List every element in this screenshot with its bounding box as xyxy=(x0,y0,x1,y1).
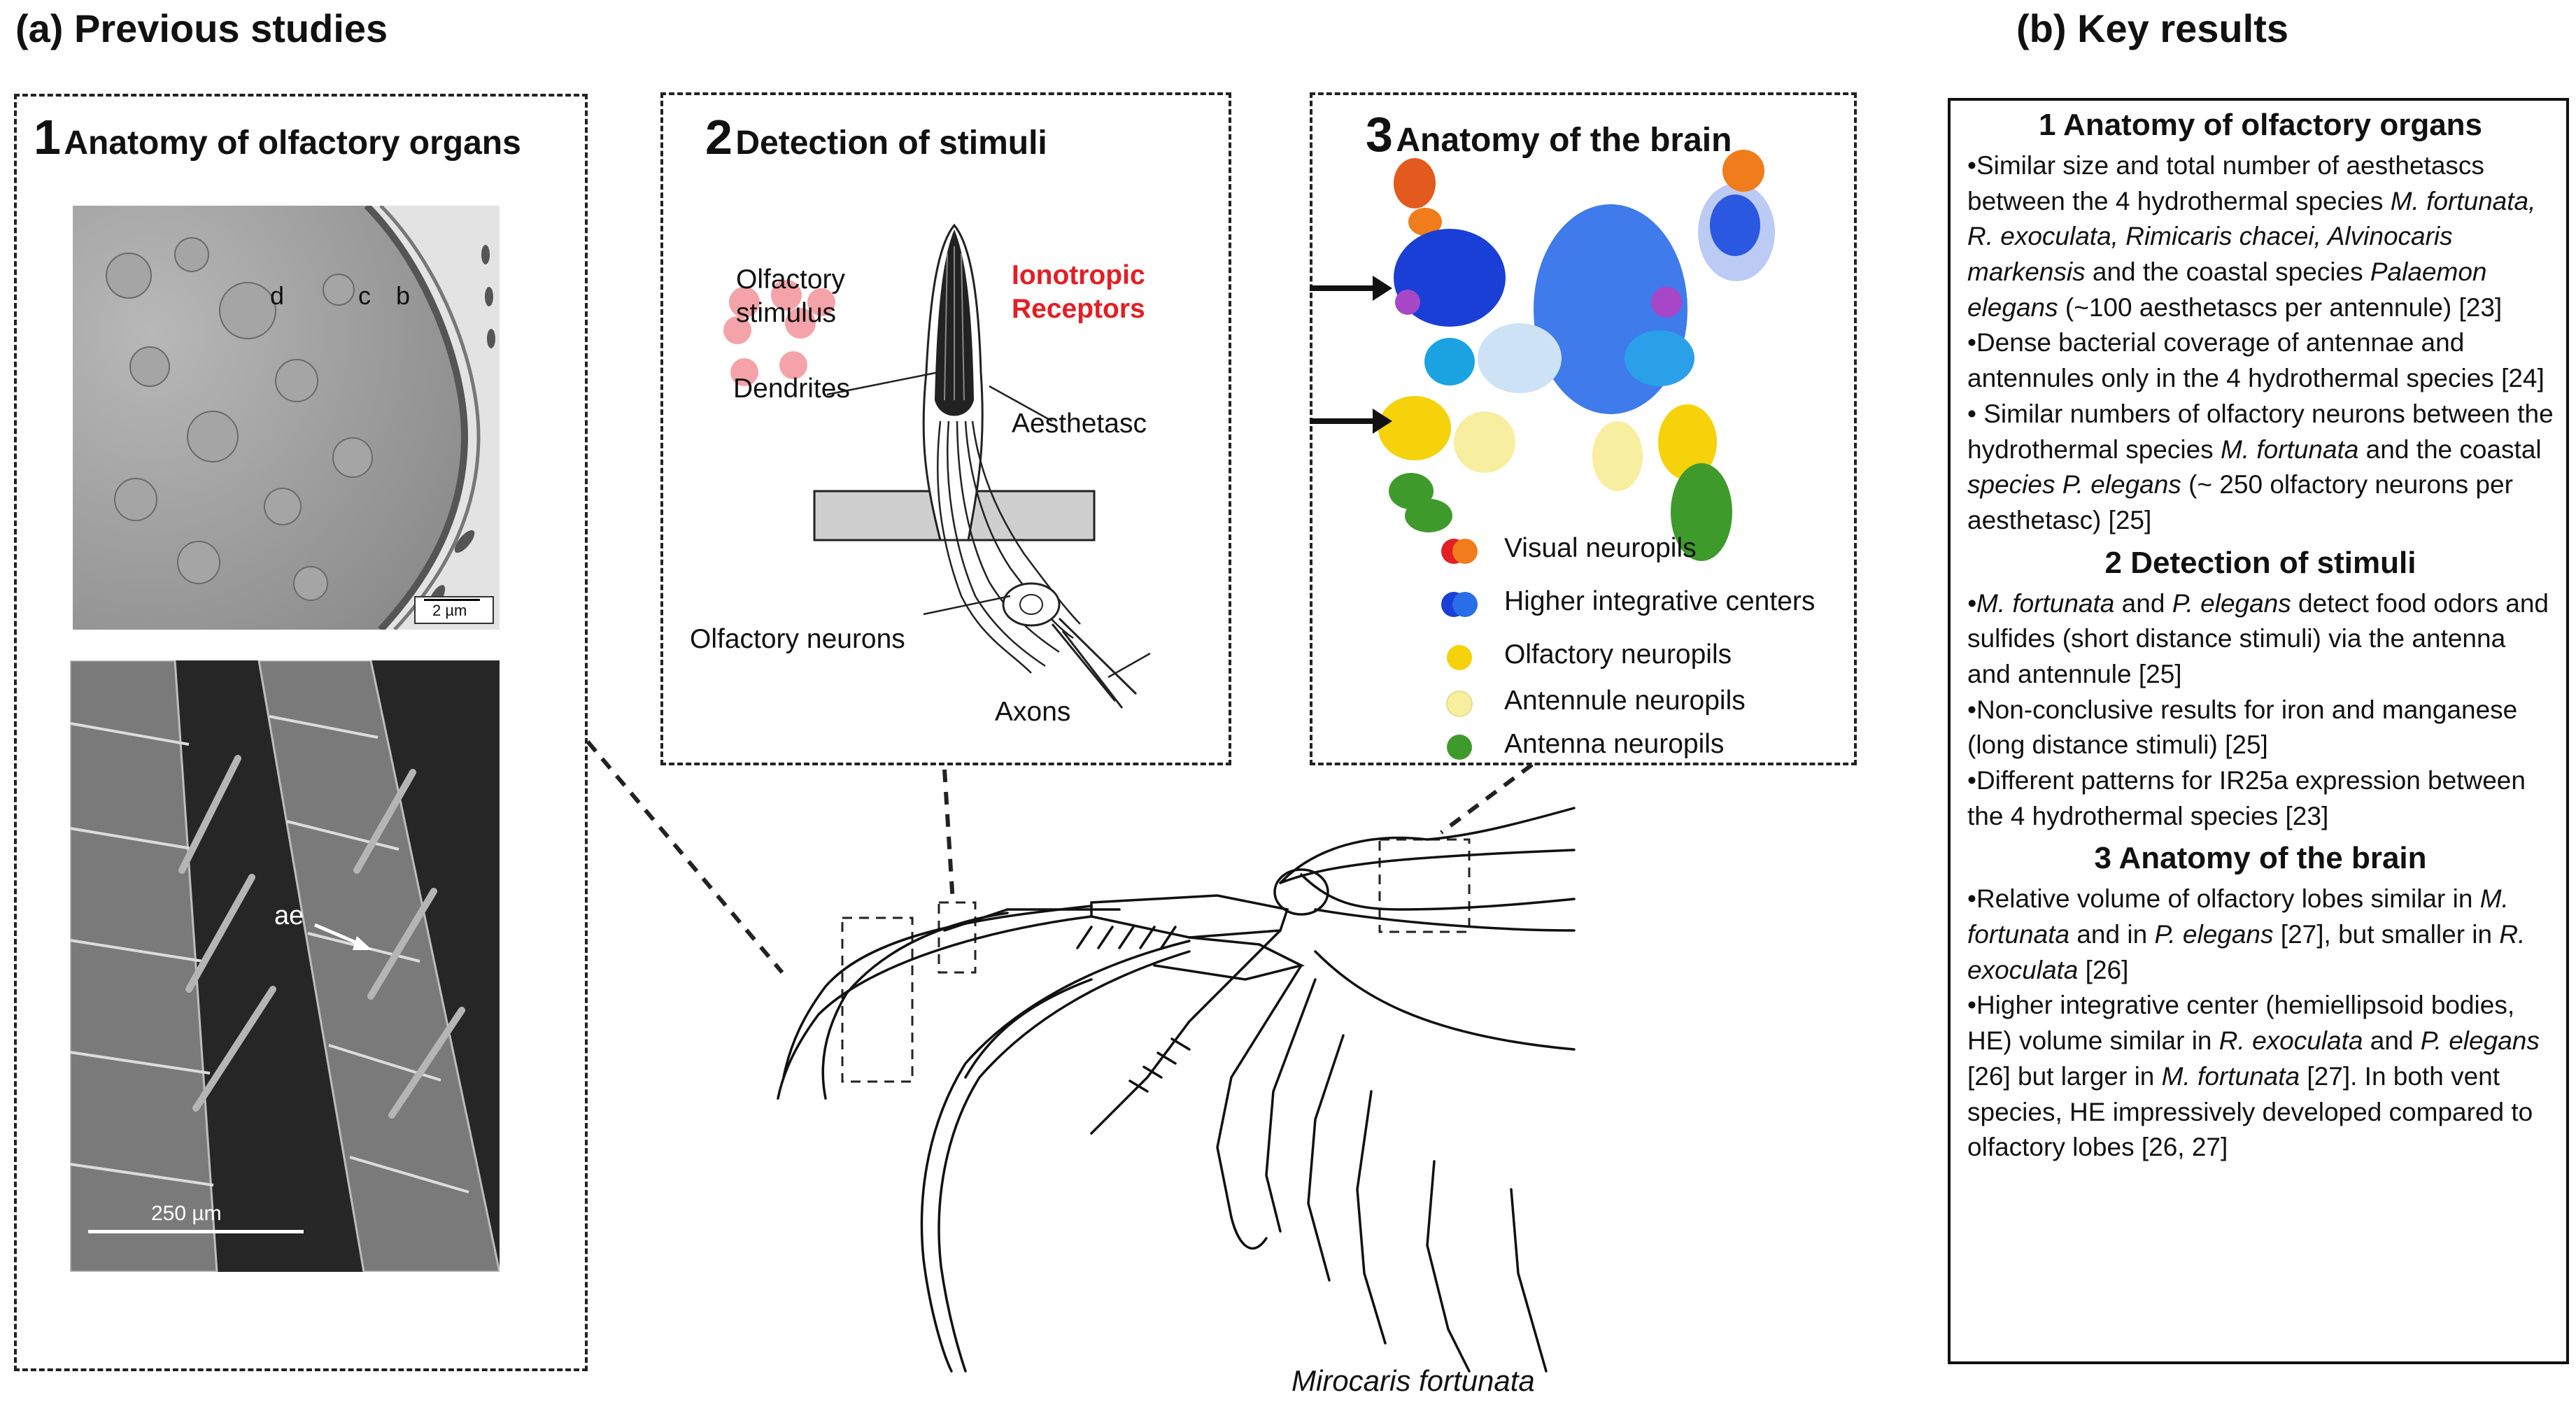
label-receptors: Receptors xyxy=(1012,294,1145,324)
label-dendrites: Dendrites xyxy=(733,374,850,404)
results-s1-item2: •Dense bacterial coverage of antennae an… xyxy=(1967,328,2545,393)
label-ionotropic: Ionotropic xyxy=(1012,260,1145,290)
aesthetasc-diagram xyxy=(723,223,1151,709)
sem-scale-label: 250 µm xyxy=(151,1202,222,1225)
label-olfactory: Olfactory xyxy=(736,264,846,295)
panel1-title: 1 Anatomy of olfactory organs xyxy=(34,109,521,165)
panel3-title: 3 Anatomy of the brain xyxy=(1366,106,1732,162)
label-olfactory-neurons: Olfactory neurons xyxy=(690,624,905,654)
zoom-boxes xyxy=(841,838,1471,1083)
panel3-number: 3 xyxy=(1366,107,1393,162)
heading-key-results: (b) Key results xyxy=(2016,6,2288,50)
key-results-box: 1 Anatomy of olfactory organs •Similar s… xyxy=(1948,98,2569,1364)
results-section2-title: 2 Detection of stimuli xyxy=(2104,545,2416,580)
results-s2-item3: •Different patterns for IR25a expression… xyxy=(1967,766,2526,830)
results-s3-item2: •Higher integrative center (hemiellipsoi… xyxy=(1967,991,2540,1162)
connector-lines xyxy=(586,740,1534,974)
panel1-number: 1 xyxy=(34,110,61,164)
sem-scale-bar xyxy=(88,1230,304,1233)
brain-legend-swatches xyxy=(1441,539,1478,760)
shrimp-outline xyxy=(777,807,1576,1373)
panel-detection-of-stimuli xyxy=(660,92,1231,765)
results-s1-item3: • Similar numbers of olfactory neurons b… xyxy=(1967,399,2554,534)
legend-olfactory-neuropils: Olfactory neuropils xyxy=(1504,639,1732,670)
tem-scale-label: 2 µm xyxy=(432,602,467,619)
label-axons: Axons xyxy=(995,697,1071,727)
panel1-title-text: Anatomy of olfactory organs xyxy=(64,125,521,162)
results-s3-item1: •Relative volume of olfactory lobes simi… xyxy=(1967,884,2526,984)
panel-anatomy-of-the-brain xyxy=(1310,92,1857,765)
sem-micrograph-art xyxy=(70,660,500,1272)
brain-diagram xyxy=(1310,150,1775,561)
results-s2-item2: •Non-conclusive results for iron and man… xyxy=(1967,695,2518,760)
label-stimulus: stimulus xyxy=(736,298,837,328)
sem-micrograph xyxy=(70,660,500,1272)
panel2-number: 2 xyxy=(705,110,733,164)
legend-higher-integrative-centers: Higher integrative centers xyxy=(1504,586,1816,616)
tem-scale-bar xyxy=(424,599,480,601)
tem-micrograph xyxy=(73,206,500,630)
results-section3-title: 3 Anatomy of the brain xyxy=(2094,841,2427,876)
label-aesthetasc: Aesthetasc xyxy=(1012,409,1147,439)
sem-arrow xyxy=(314,923,372,950)
panel2-title-text: Detection of stimuli xyxy=(735,125,1047,162)
results-s1-item1: •Similar size and total number of aesthe… xyxy=(1967,151,2536,322)
results-section1-title: 1 Anatomy of olfactory organs xyxy=(2038,108,2483,142)
tem-micrograph-art xyxy=(73,206,500,630)
tem-label-b: b xyxy=(396,281,411,310)
legend-visual-neuropils: Visual neuropils xyxy=(1504,533,1697,563)
panel-anatomy-olfactory-organs xyxy=(14,94,588,1371)
sem-label-ae: ae xyxy=(274,901,304,930)
species-caption: Mirocaris fortunata xyxy=(1291,1364,1535,1397)
results-s2-item1: •M. fortunata and P. elegans detect food… xyxy=(1967,588,2549,688)
legend-antenna-neuropils: Antenna neuropils xyxy=(1504,729,1725,759)
tem-label-d: d xyxy=(270,281,285,310)
panel3-title-text: Anatomy of the brain xyxy=(1396,122,1732,159)
tem-label-c: c xyxy=(358,281,371,310)
heading-previous-studies: (a) Previous studies xyxy=(15,6,388,50)
legend-antennule-neuropils: Antennule neuropils xyxy=(1504,686,1746,716)
panel2-title: 2 Detection of stimuli xyxy=(705,109,1047,165)
